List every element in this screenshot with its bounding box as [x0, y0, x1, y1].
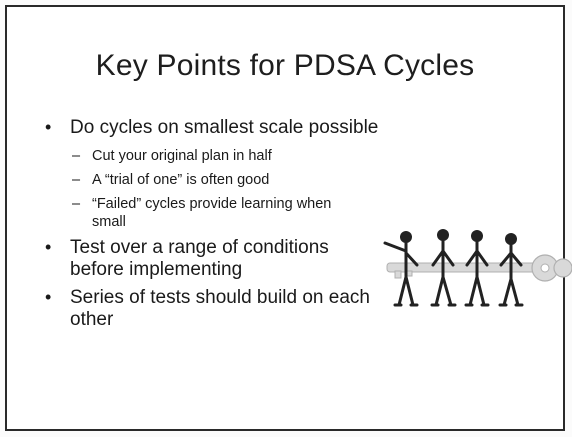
bullet-dot: • [45, 237, 52, 257]
bullet-dot: • [45, 117, 52, 137]
people-carrying-key-icon [383, 229, 572, 307]
slide: Key Points for PDSA Cycles • Do cycles o… [5, 5, 572, 431]
bullet-text: Test over a range of conditions [70, 237, 329, 258]
sub-bullet-dash: – [72, 148, 81, 164]
sub-bullet-item: – “Failed” cycles provide learning when … [45, 195, 405, 231]
sub-bullet-item: – A “trial of one” is often good [45, 171, 405, 189]
bullet-dot: • [45, 287, 52, 307]
bullet-item: • Test over a range of conditions before… [45, 237, 405, 281]
sub-bullet-text: Cut your original plan in half [92, 148, 272, 164]
slide-title: Key Points for PDSA Cycles [95, 49, 475, 82]
bullet-item: • Do cycles on smallest scale possible [45, 117, 405, 139]
bullet-text: Series of tests should build on each [70, 287, 370, 308]
sub-bullet-dash: – [72, 196, 81, 212]
sub-bullet-item: – Cut your original plan in half [45, 147, 405, 165]
bullet-list: • Do cycles on smallest scale possible –… [45, 117, 405, 337]
sub-bullet-dash: – [72, 172, 81, 188]
bullet-text-continued: other [70, 309, 114, 330]
sub-bullet-text: A “trial of one” is often good [92, 172, 270, 188]
bullet-text: Do cycles on smallest scale possible [70, 117, 379, 138]
bullet-item: • Series of tests should build on each o… [45, 287, 405, 331]
bullet-text-continued: before implementing [70, 259, 243, 280]
sub-bullet-text-continued: small [92, 214, 126, 230]
sub-bullet-text: “Failed” cycles provide learning when [92, 196, 332, 212]
